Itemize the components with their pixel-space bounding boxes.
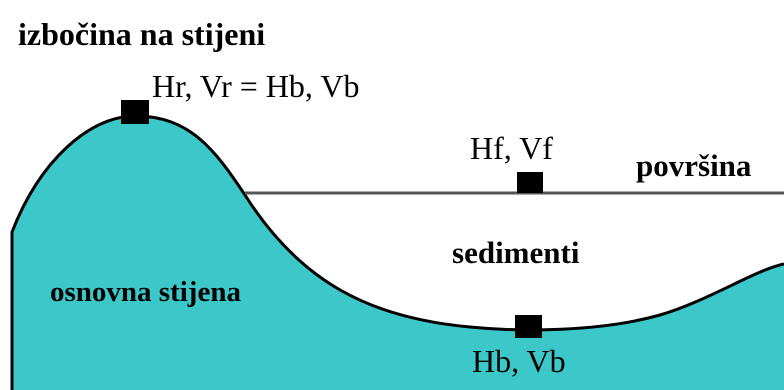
surface-label: površina: [636, 148, 752, 183]
bedrock-point-marker: [515, 315, 542, 338]
diagram-title: izbočina na stijeni: [18, 16, 266, 52]
bedrock-shape: [12, 116, 784, 390]
bedrock-point-label: Hb, Vb: [472, 343, 566, 379]
sediments-label: sedimenti: [452, 235, 580, 270]
rock-point-label: Hr, Vr = Hb, Vb: [152, 68, 360, 104]
surface-point-marker: [517, 172, 543, 193]
surface-point-label: Hf, Vf: [470, 130, 553, 166]
bedrock-label: osnovna stijena: [50, 276, 241, 308]
rock-point-marker: [121, 100, 149, 124]
bedrock-outline: [10, 114, 784, 390]
